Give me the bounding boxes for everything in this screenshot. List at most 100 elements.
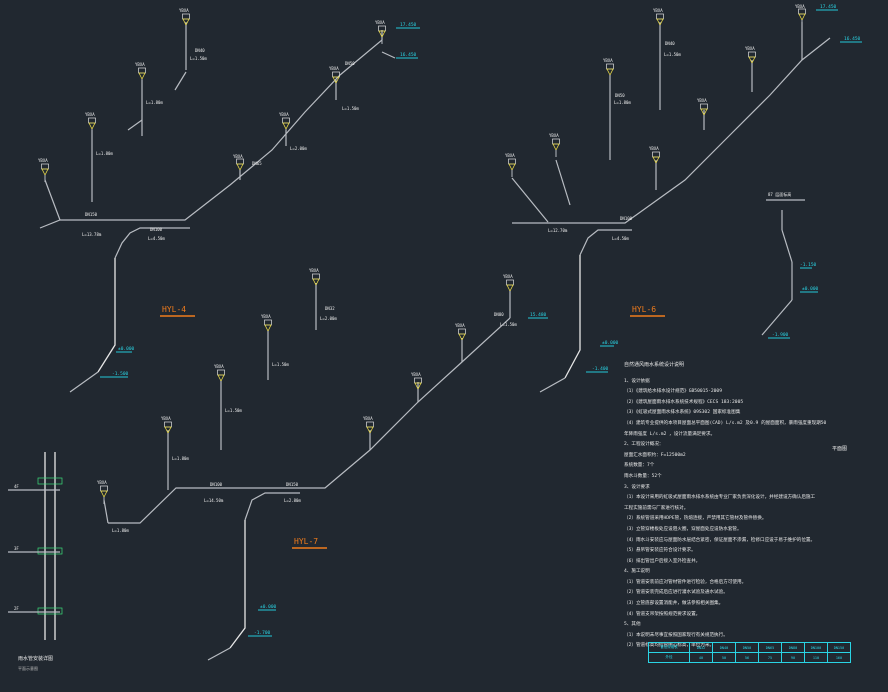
length-label: L=1.50m (272, 362, 289, 367)
pipe-label: DN32 (325, 306, 335, 311)
length-label: L=1.50m (500, 322, 517, 327)
fixture-label: YBXA (97, 480, 107, 485)
note-line: 工程实施前需与厂家进行核对。 (624, 505, 689, 511)
elevation-label: 16.450 (400, 52, 417, 58)
fixture-label: YBXA (279, 112, 289, 117)
length-label: L=1.50m (664, 52, 681, 57)
fixture-label: YBXA (649, 146, 659, 151)
note-line: 屋面汇水面积约：F=12500m2 (624, 452, 686, 458)
note-line: 雨水斗数量：52个 (624, 473, 662, 479)
length-label: L=2.00m (290, 146, 307, 151)
pipe-label: DN150 (286, 482, 299, 487)
note-line: （1）管道安装前应对管材管件进行检验，合格后方可使用。 (624, 579, 747, 585)
fixture-label: YBXA (745, 46, 755, 51)
wall-label: 87 层面标高 (768, 191, 791, 197)
spec-cell: 外径 (648, 652, 690, 663)
elevation-label: -1.500 (112, 371, 129, 377)
fixture-label: YBXA (697, 98, 707, 103)
fixture-label: YBXA (135, 62, 145, 67)
note-line: 4、施工说明 (624, 569, 650, 575)
elevation-label: -1.400 (592, 366, 609, 372)
elevation-label: -1.900 (772, 332, 789, 338)
fixture-label: YBXA (329, 66, 339, 71)
elevation-label: 15.480 (530, 312, 547, 318)
plan-label: 平面图 (832, 446, 847, 452)
fixture-labels: YBXA YBXA YBXA YBXA YBXA YBXA YBXA YBXA … (38, 4, 805, 485)
pipe-label: DN150 (85, 212, 98, 217)
system-label: HYL-7 (294, 537, 318, 546)
length-label: L=13.78m (82, 232, 102, 237)
system-label-lines (160, 315, 665, 549)
elevation-label: -1.700 (254, 630, 271, 636)
elevation-label: 17.450 (400, 22, 417, 28)
spec-cell: DN100 (804, 642, 828, 653)
fixture-label: YBXA (375, 20, 385, 25)
length-label: L=1.80m (146, 100, 163, 105)
length-label: L=1.50m (190, 56, 207, 61)
fixture-label: YBXA (795, 4, 805, 9)
pipe-label: DN80 (494, 312, 504, 317)
pipe-label: DN100 (210, 482, 223, 487)
fixture-label: YBXA (603, 58, 613, 63)
design-notes: 自然通风雨水系统设计说明 1、设计依据 （1）《建筑给水排水设计规范》GB500… (624, 360, 882, 652)
length-label: L=12.70m (548, 228, 568, 233)
system-hyl-7 (103, 283, 548, 661)
spec-cell: DN80 (781, 642, 805, 653)
length-label: L=1.50m (225, 408, 242, 413)
spec-cell: 56 (735, 652, 759, 663)
note-line: （4）建筑专业提供的本项目屋面总平面图(CAD) L/s.m2 及0.9 的屋面… (624, 420, 827, 426)
fixture-label: YBXA (179, 8, 189, 13)
fixture-label: YBXA (653, 8, 663, 13)
note-line: 1、设计依据 (624, 378, 650, 384)
length-label: L=4.50m (612, 236, 629, 241)
system-labels: HYL-4 HYL-6 HYL-7 (162, 305, 656, 546)
note-line: （1）本设计采用的虹吸式屋面雨水排水系统由专业厂家负责深化设计，并经建设方确认后… (624, 495, 816, 501)
legend-title: 雨水管安装详图 (18, 656, 54, 662)
elevation-labels: 17.450 16.450 17.450 16.450 15.480 ±0.00… (112, 4, 861, 636)
note-line: 系统数量：7个 (624, 463, 655, 469)
note-line: （5）悬吊管安装应符合设计要求。 (624, 548, 696, 554)
note-line: （1）《建筑给水排水设计规范》GB50015-2009 (624, 389, 722, 395)
note-line: 5、其他 (624, 622, 641, 628)
fixture-label: YBXA (503, 274, 513, 279)
note-line: （4）管道支吊架按照规范要求设置。 (624, 611, 701, 617)
elevation-label: ±0.000 (118, 346, 135, 352)
fixture-label: YBXA (38, 158, 48, 163)
spec-cell: DN65 (758, 642, 782, 653)
pipe-spec-table: 管径规格表 DN32 DN40 DN50 DN65 DN80 DN100 DN1… (648, 642, 851, 663)
fixture-label: YBXA (233, 154, 243, 159)
floor-label: 3F (14, 546, 19, 551)
note-line: （4）雨水斗安装应与屋面防水层结合紧密，保证屋面不渗漏，检修口应设于易于维护的位… (624, 537, 816, 543)
elevation-label: ±0.000 (260, 604, 277, 610)
spec-cell: 管径规格表 (648, 642, 690, 653)
spec-cell: 160 (827, 652, 851, 663)
pipe-label: DN100 (620, 216, 633, 221)
notes-title: 自然通风雨水系统设计说明 (624, 362, 685, 368)
length-label: L=1.50m (342, 106, 359, 111)
note-line: 3、设计要求 (624, 484, 650, 490)
wall-riser-detail (761, 199, 818, 339)
fixture-label: YBXA (309, 268, 319, 273)
fixture-label: YBXA (455, 323, 465, 328)
elevation-label: ±0.000 (602, 340, 619, 346)
note-line: （1）本说明未尽事宜按照国家现行有关规范执行。 (624, 632, 728, 638)
legend-subtitle: 平面示意图 (18, 666, 38, 671)
length-label: L=2.80m (284, 498, 301, 503)
pipe-labels: DN150 DN100 DN40 DN65 DN50 DN100 DN40 DN… (85, 41, 675, 487)
spec-cell: 50 (712, 652, 736, 663)
pipe-label: DN40 (195, 48, 205, 53)
length-label: L=14.50m (204, 498, 224, 503)
note-line: （3）立管底部设置消能井，做法参照相关图集。 (624, 601, 724, 607)
spec-cell: 110 (804, 652, 828, 663)
pipe-label: DN40 (665, 41, 675, 46)
length-labels: L=13.78m L=4.50m L=1.80m L=1.80m L=1.50m… (82, 52, 681, 533)
note-line: （3）《虹吸式屋面雨水排水系统》09S302 国家标准图集 (624, 410, 741, 416)
note-line: （3）立管穿楼板处应设阻火圈，穿屋面处应设防水套管。 (624, 526, 742, 532)
pipe-label: DN50 (345, 61, 355, 66)
spec-header-row: 管径规格表 DN32 DN40 DN50 DN65 DN80 DN100 DN1… (648, 642, 851, 653)
note-line: （2）管道安装完成后应进行灌水试验及通水试验。 (624, 590, 728, 596)
fixture-label: YBXA (411, 372, 421, 377)
fixture-label: YBXA (261, 314, 271, 319)
fixture-label: YBXA (161, 416, 171, 421)
